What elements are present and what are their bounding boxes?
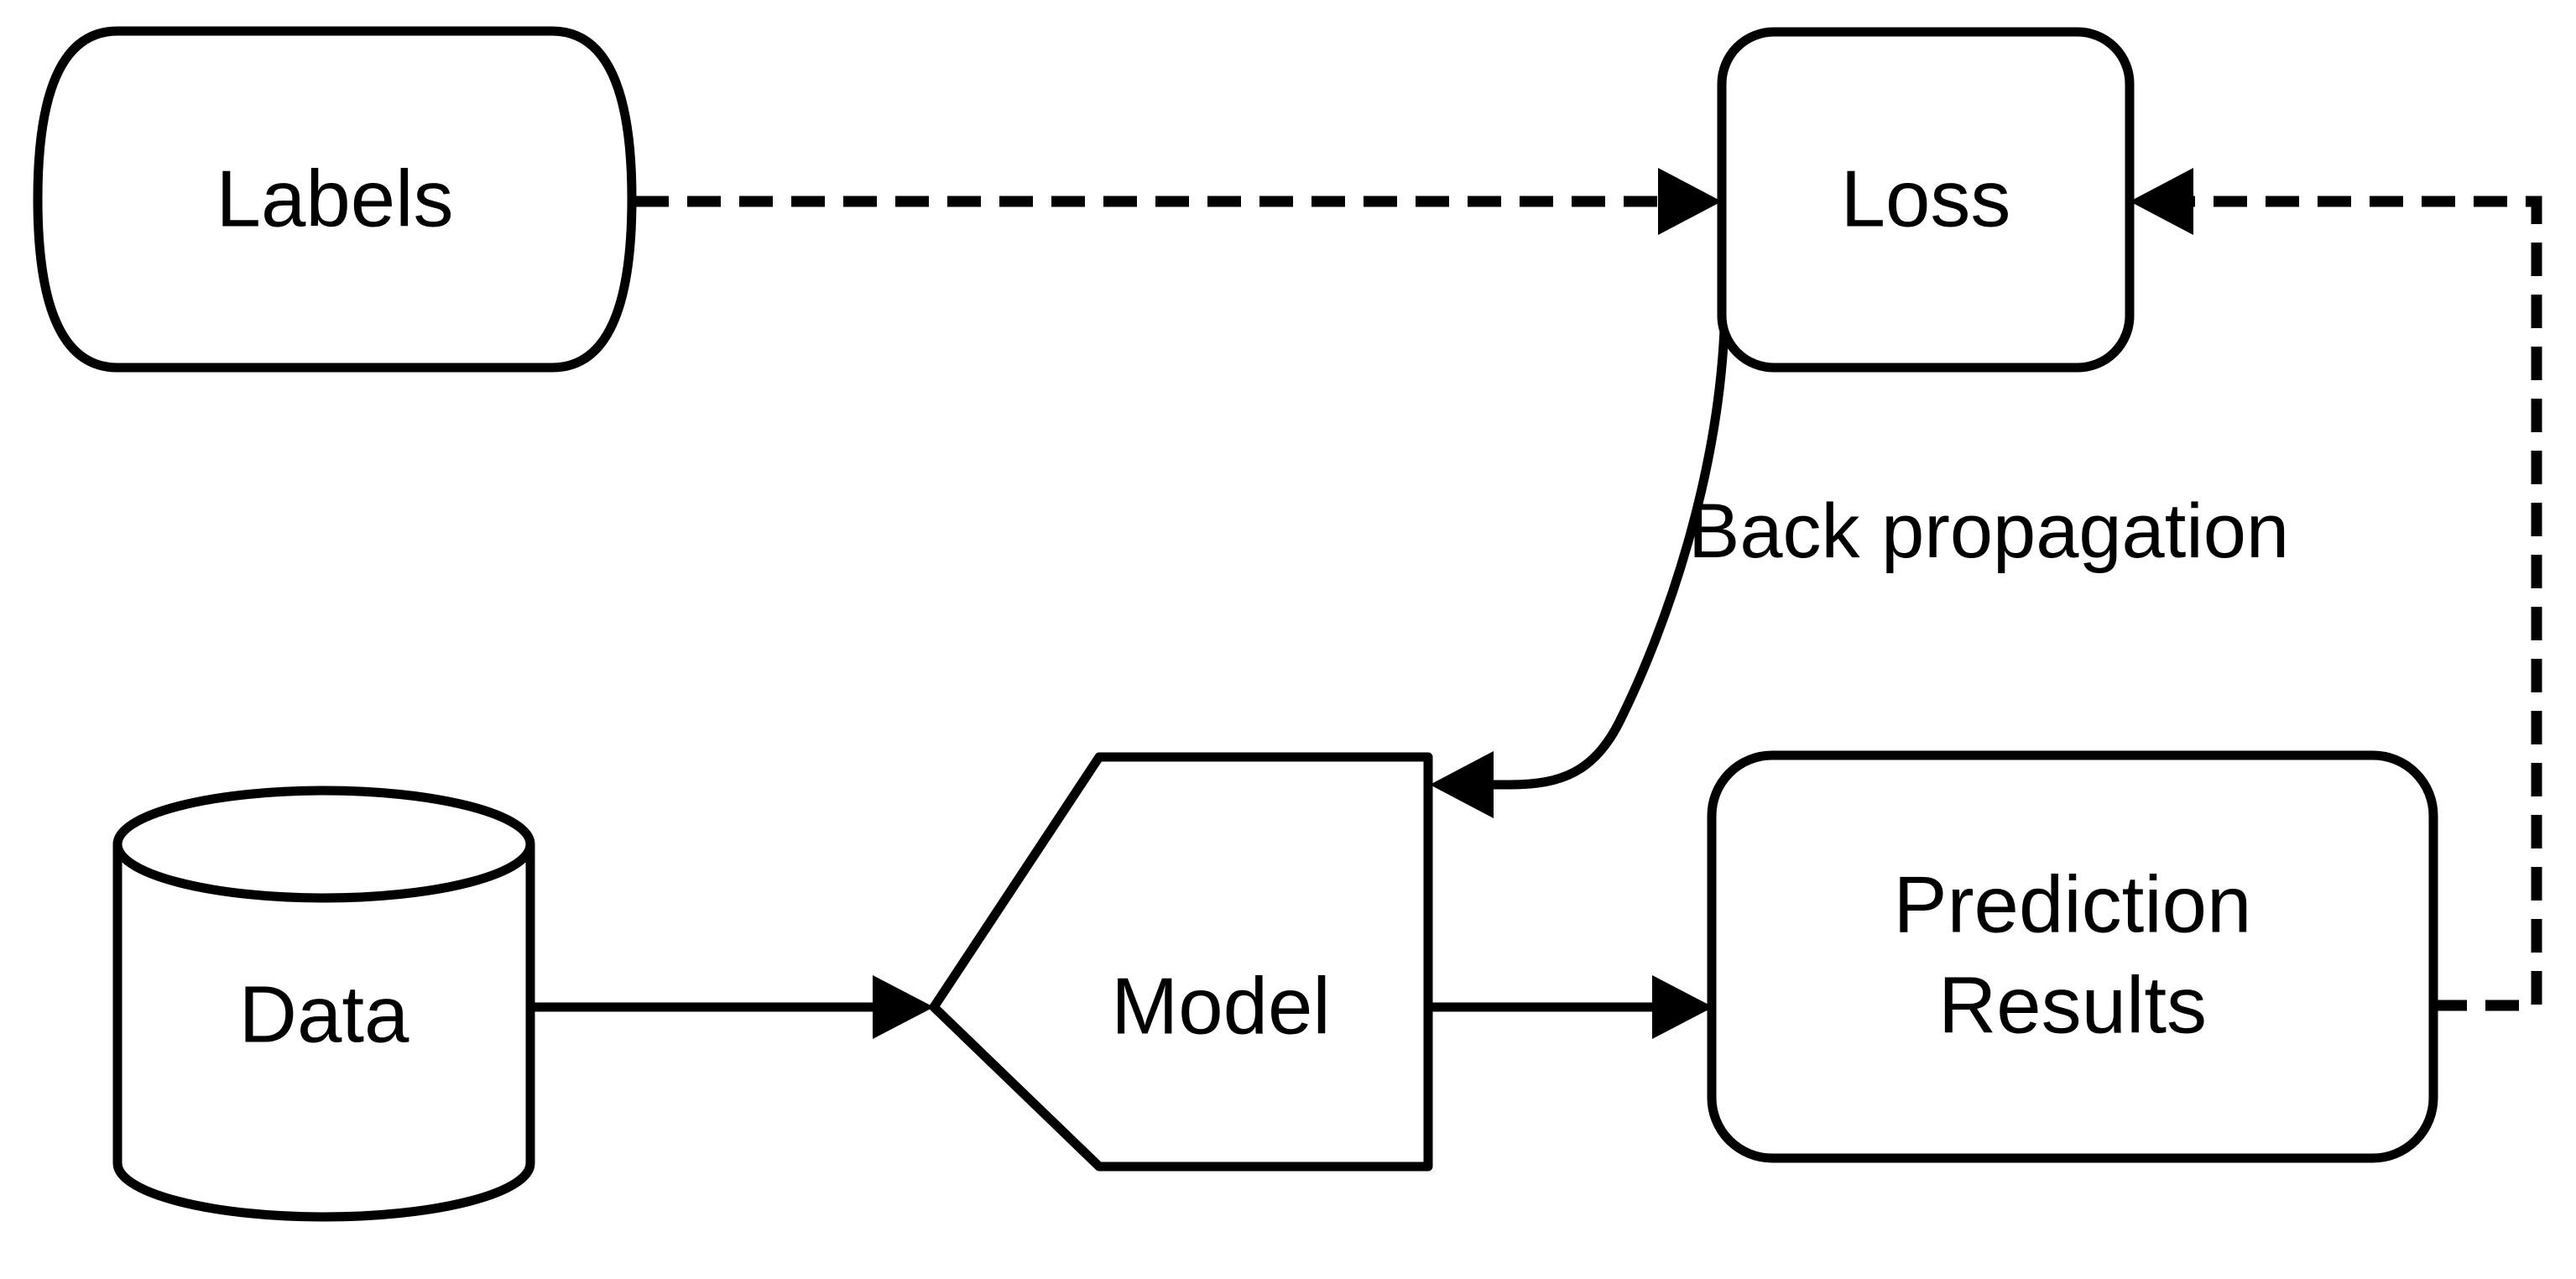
edge-prediction-to-loss xyxy=(2130,168,2542,1011)
node-loss[interactable]: Loss xyxy=(1717,27,2135,373)
edge-data-to-model-arrowhead xyxy=(873,975,934,1039)
node-prediction-results-shape[interactable] xyxy=(1707,750,2438,1163)
edge-labels-to-loss-arrowhead xyxy=(1658,168,1722,235)
edge-loss-to-model xyxy=(1430,293,1730,818)
node-data-top-ellipse xyxy=(112,786,535,903)
edge-prediction-to-loss-arrowhead xyxy=(2130,168,2193,235)
edge-loss-to-model-arrowhead xyxy=(1430,751,1494,818)
node-prediction-results-label-line2: Results xyxy=(1938,960,2207,1050)
node-model[interactable]: Model xyxy=(929,752,1433,1172)
node-data-label: Data xyxy=(239,969,409,1059)
node-prediction-results[interactable]: Prediction Results xyxy=(1707,750,2438,1163)
edge-model-to-prediction-arrowhead xyxy=(1652,975,1713,1039)
edge-labels-to-loss xyxy=(635,168,1722,235)
node-model-shape[interactable] xyxy=(929,752,1433,1172)
node-labels-label: Labels xyxy=(216,154,454,243)
node-loss-shape[interactable] xyxy=(1717,27,2135,373)
node-labels-shape[interactable] xyxy=(33,26,637,373)
edge-model-to-prediction xyxy=(1428,975,1713,1039)
edge-data-to-model xyxy=(530,975,934,1039)
edge-label-back-propagation: Back propagation xyxy=(1688,488,2289,574)
edge-loss-to-model-curve xyxy=(1482,293,1730,790)
node-data-body[interactable] xyxy=(112,839,535,1222)
node-labels[interactable]: Labels xyxy=(33,26,637,373)
node-prediction-results-label-line1: Prediction xyxy=(1894,859,2252,949)
node-model-label: Model xyxy=(1111,961,1330,1051)
node-loss-label: Loss xyxy=(1841,154,2011,243)
node-data[interactable]: Data xyxy=(112,786,535,1222)
